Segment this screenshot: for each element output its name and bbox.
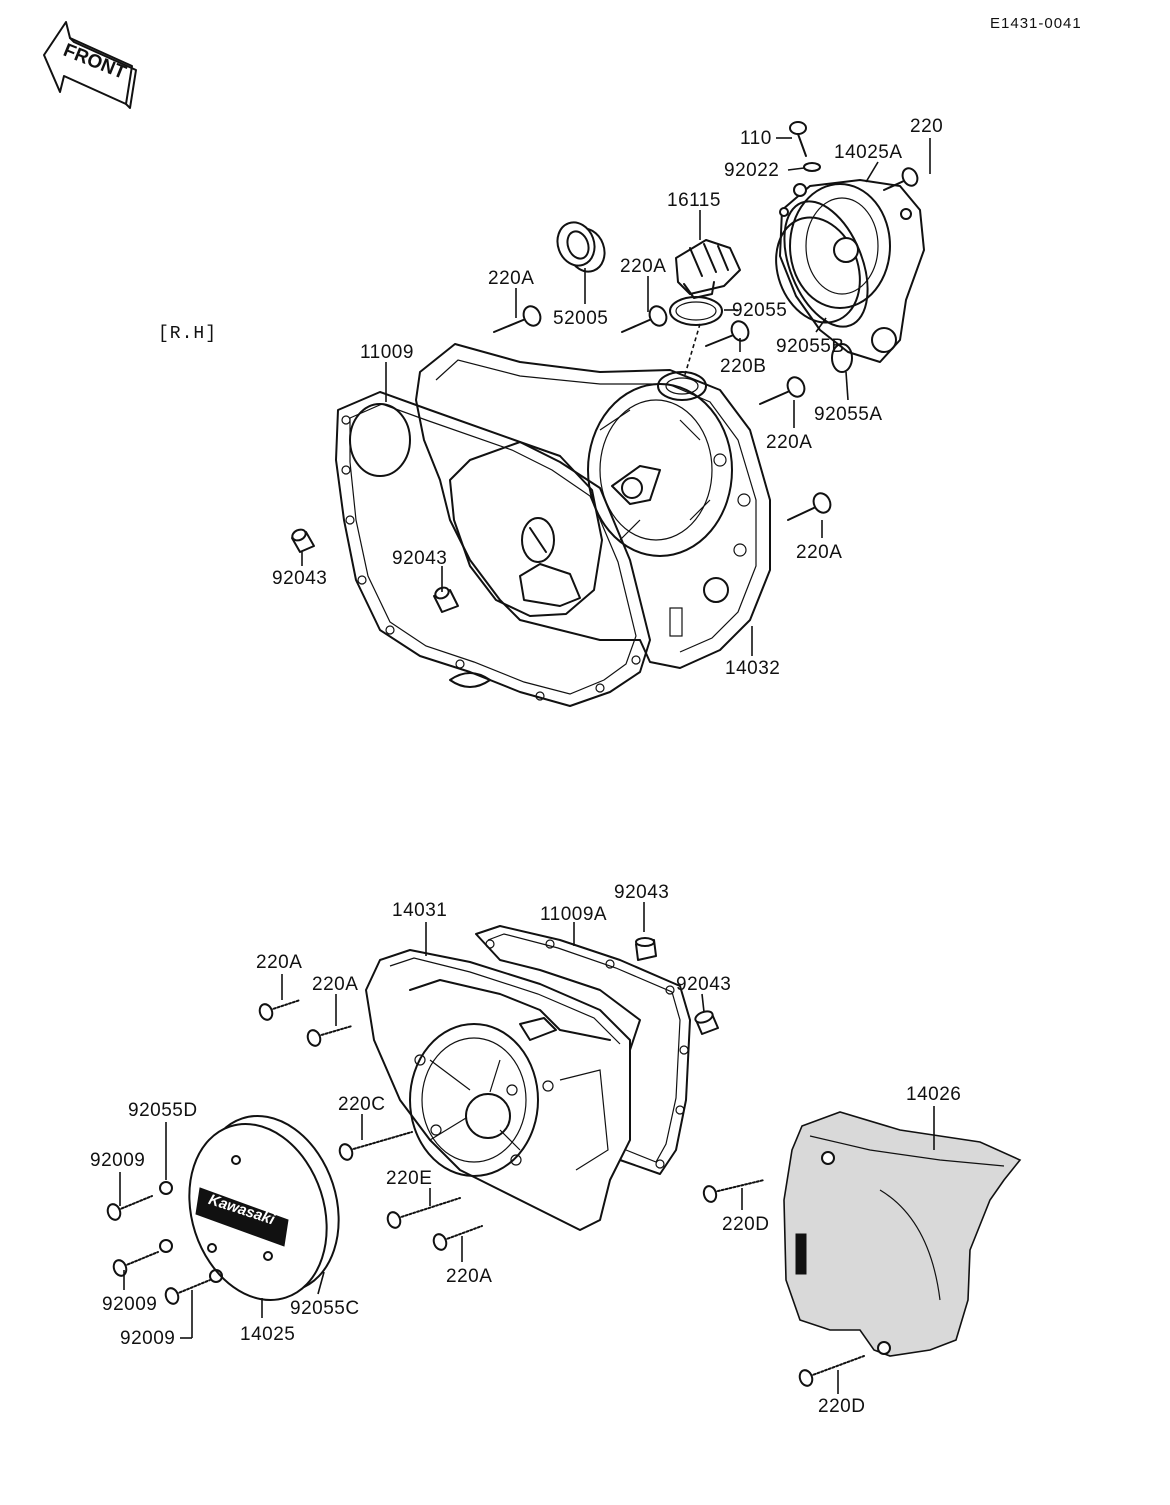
label-11009A: 11009A [540,904,607,925]
washer-92055D-2 [159,1239,173,1253]
label-16115: 16115 [667,190,721,211]
gasket-11009 [335,391,651,707]
label-11009: 11009 [360,342,414,363]
label-220D-2: 220D [818,1396,865,1417]
label-92043-2: 92043 [392,548,447,569]
engine-sprocket-cover-14031 [365,949,631,1231]
bolt-220A-1 [493,305,542,333]
bolt-220A-3 [759,376,806,405]
oil-filler-cap-16115 [675,239,741,299]
bolt-220A-2 [621,305,668,333]
label-52005: 52005 [553,308,608,329]
label-220B: 220B [720,356,766,377]
label-220A-6: 220A [312,974,358,995]
screw-92009-1 [106,1195,153,1221]
oring-92055 [669,296,723,326]
screw-92009-2 [112,1251,159,1277]
clutch-cover-14032 [415,343,771,669]
leader-lines-top [301,137,931,656]
label-92022: 92022 [724,160,779,181]
label-92055: 92055 [732,300,787,321]
label-14026: 14026 [906,1084,961,1105]
label-220A-2: 220A [620,256,666,277]
bolt-220 [883,167,919,191]
bolt-220A-4 [787,492,832,521]
leader-lines-bottom [119,902,935,1394]
screw-220E [386,1197,461,1229]
gasket-11009A [475,925,691,1175]
oring-92055A [831,343,853,373]
label-220A-1: 220A [488,268,534,289]
screw-92009-3 [164,1279,211,1305]
label-220D-1: 220D [722,1214,769,1235]
label-92043-1: 92043 [272,568,327,589]
bolt-110 [789,121,807,157]
washer-92055D-3 [209,1269,223,1283]
label-14032: 14032 [725,658,780,679]
dowel-pin-92043-2 [433,586,459,613]
label-14025A: 14025A [834,142,903,163]
label-220A-7: 220A [446,1266,492,1287]
dowel-pin-92043-4 [694,1010,719,1035]
front-arrow-icon: FRONT [43,21,137,109]
label-92043-3: 92043 [614,882,669,903]
washer-92055D-1 [159,1181,173,1195]
label-220: 220 [910,116,943,137]
washer-92022 [803,162,821,172]
label-92009-2: 92009 [102,1294,157,1315]
bolt-220B [705,320,750,347]
oil-seal-52005 [556,221,606,273]
dowel-pin-92043-1 [291,528,315,553]
dowel-pin-92043-3 [635,937,657,961]
label-220C: 220C [338,1094,385,1115]
screw-220A-5 [258,999,301,1021]
label-220A-4: 220A [796,542,842,563]
screw-220C [338,1131,413,1161]
label-92009-3: 92009 [120,1328,175,1349]
label-92055D: 92055D [128,1100,198,1121]
side-label: [R.H] [158,324,217,344]
screw-220D-1 [702,1179,765,1203]
label-220E: 220E [386,1168,432,1189]
label-110: 110 [740,128,772,149]
pickup-cover-14025A [775,179,925,363]
oring-92055B [783,200,869,328]
label-92009-1: 92009 [90,1150,145,1171]
generator-cover-14025: Kawasaki [188,1115,340,1301]
label-92043-4: 92043 [676,974,731,995]
label-92055A: 92055A [814,404,883,425]
label-14031: 14031 [392,900,447,921]
label-92055B: 92055B [776,336,845,357]
screw-220A-6 [306,1025,353,1047]
label-220A-5: 220A [256,952,302,973]
drawing-code: E1431-0041 [990,15,1082,32]
screw-220D-2 [798,1355,865,1387]
sprocket-guard-14026 [783,1111,1022,1357]
label-220A-3: 220A [766,432,812,453]
label-92055C: 92055C [290,1298,360,1319]
label-14025: 14025 [240,1324,295,1345]
screw-220A-7 [432,1225,483,1251]
